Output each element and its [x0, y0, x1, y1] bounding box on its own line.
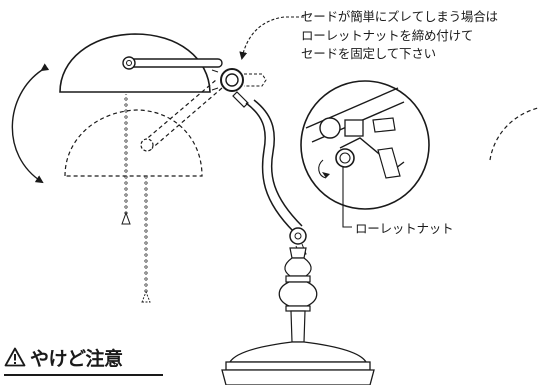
warning-triangle-icon: [4, 347, 26, 367]
instruction-note: セードが簡単にズレてしまう場合は ローレットナットを締め付けて セードを固定して…: [301, 8, 537, 64]
warning-heading: やけど注意: [4, 344, 164, 371]
warning-title: やけど注意: [30, 348, 123, 370]
leader-lines: [239, 16, 352, 228]
rotation-arrow: [11, 63, 50, 184]
warning-underline: [4, 374, 163, 376]
lamp-shade-tilted: [64, 79, 223, 177]
arm-joint: [211, 68, 267, 108]
note-line-1: セードが簡単にズレてしまう場合は: [301, 9, 498, 24]
knurled-nut-label: ローレットナット: [355, 221, 454, 236]
pull-chain: [121, 94, 151, 303]
detail-zoom-circle: [300, 80, 430, 210]
note-line-3: セードを固定して下さい: [301, 46, 436, 61]
lamp-arm: [245, 99, 307, 257]
lamp-base: [221, 247, 375, 386]
lamp-shade-upright: [59, 33, 223, 93]
note-line-2: ローレットナットを締め付けて: [301, 27, 474, 43]
partial-shade-right: [489, 107, 538, 161]
